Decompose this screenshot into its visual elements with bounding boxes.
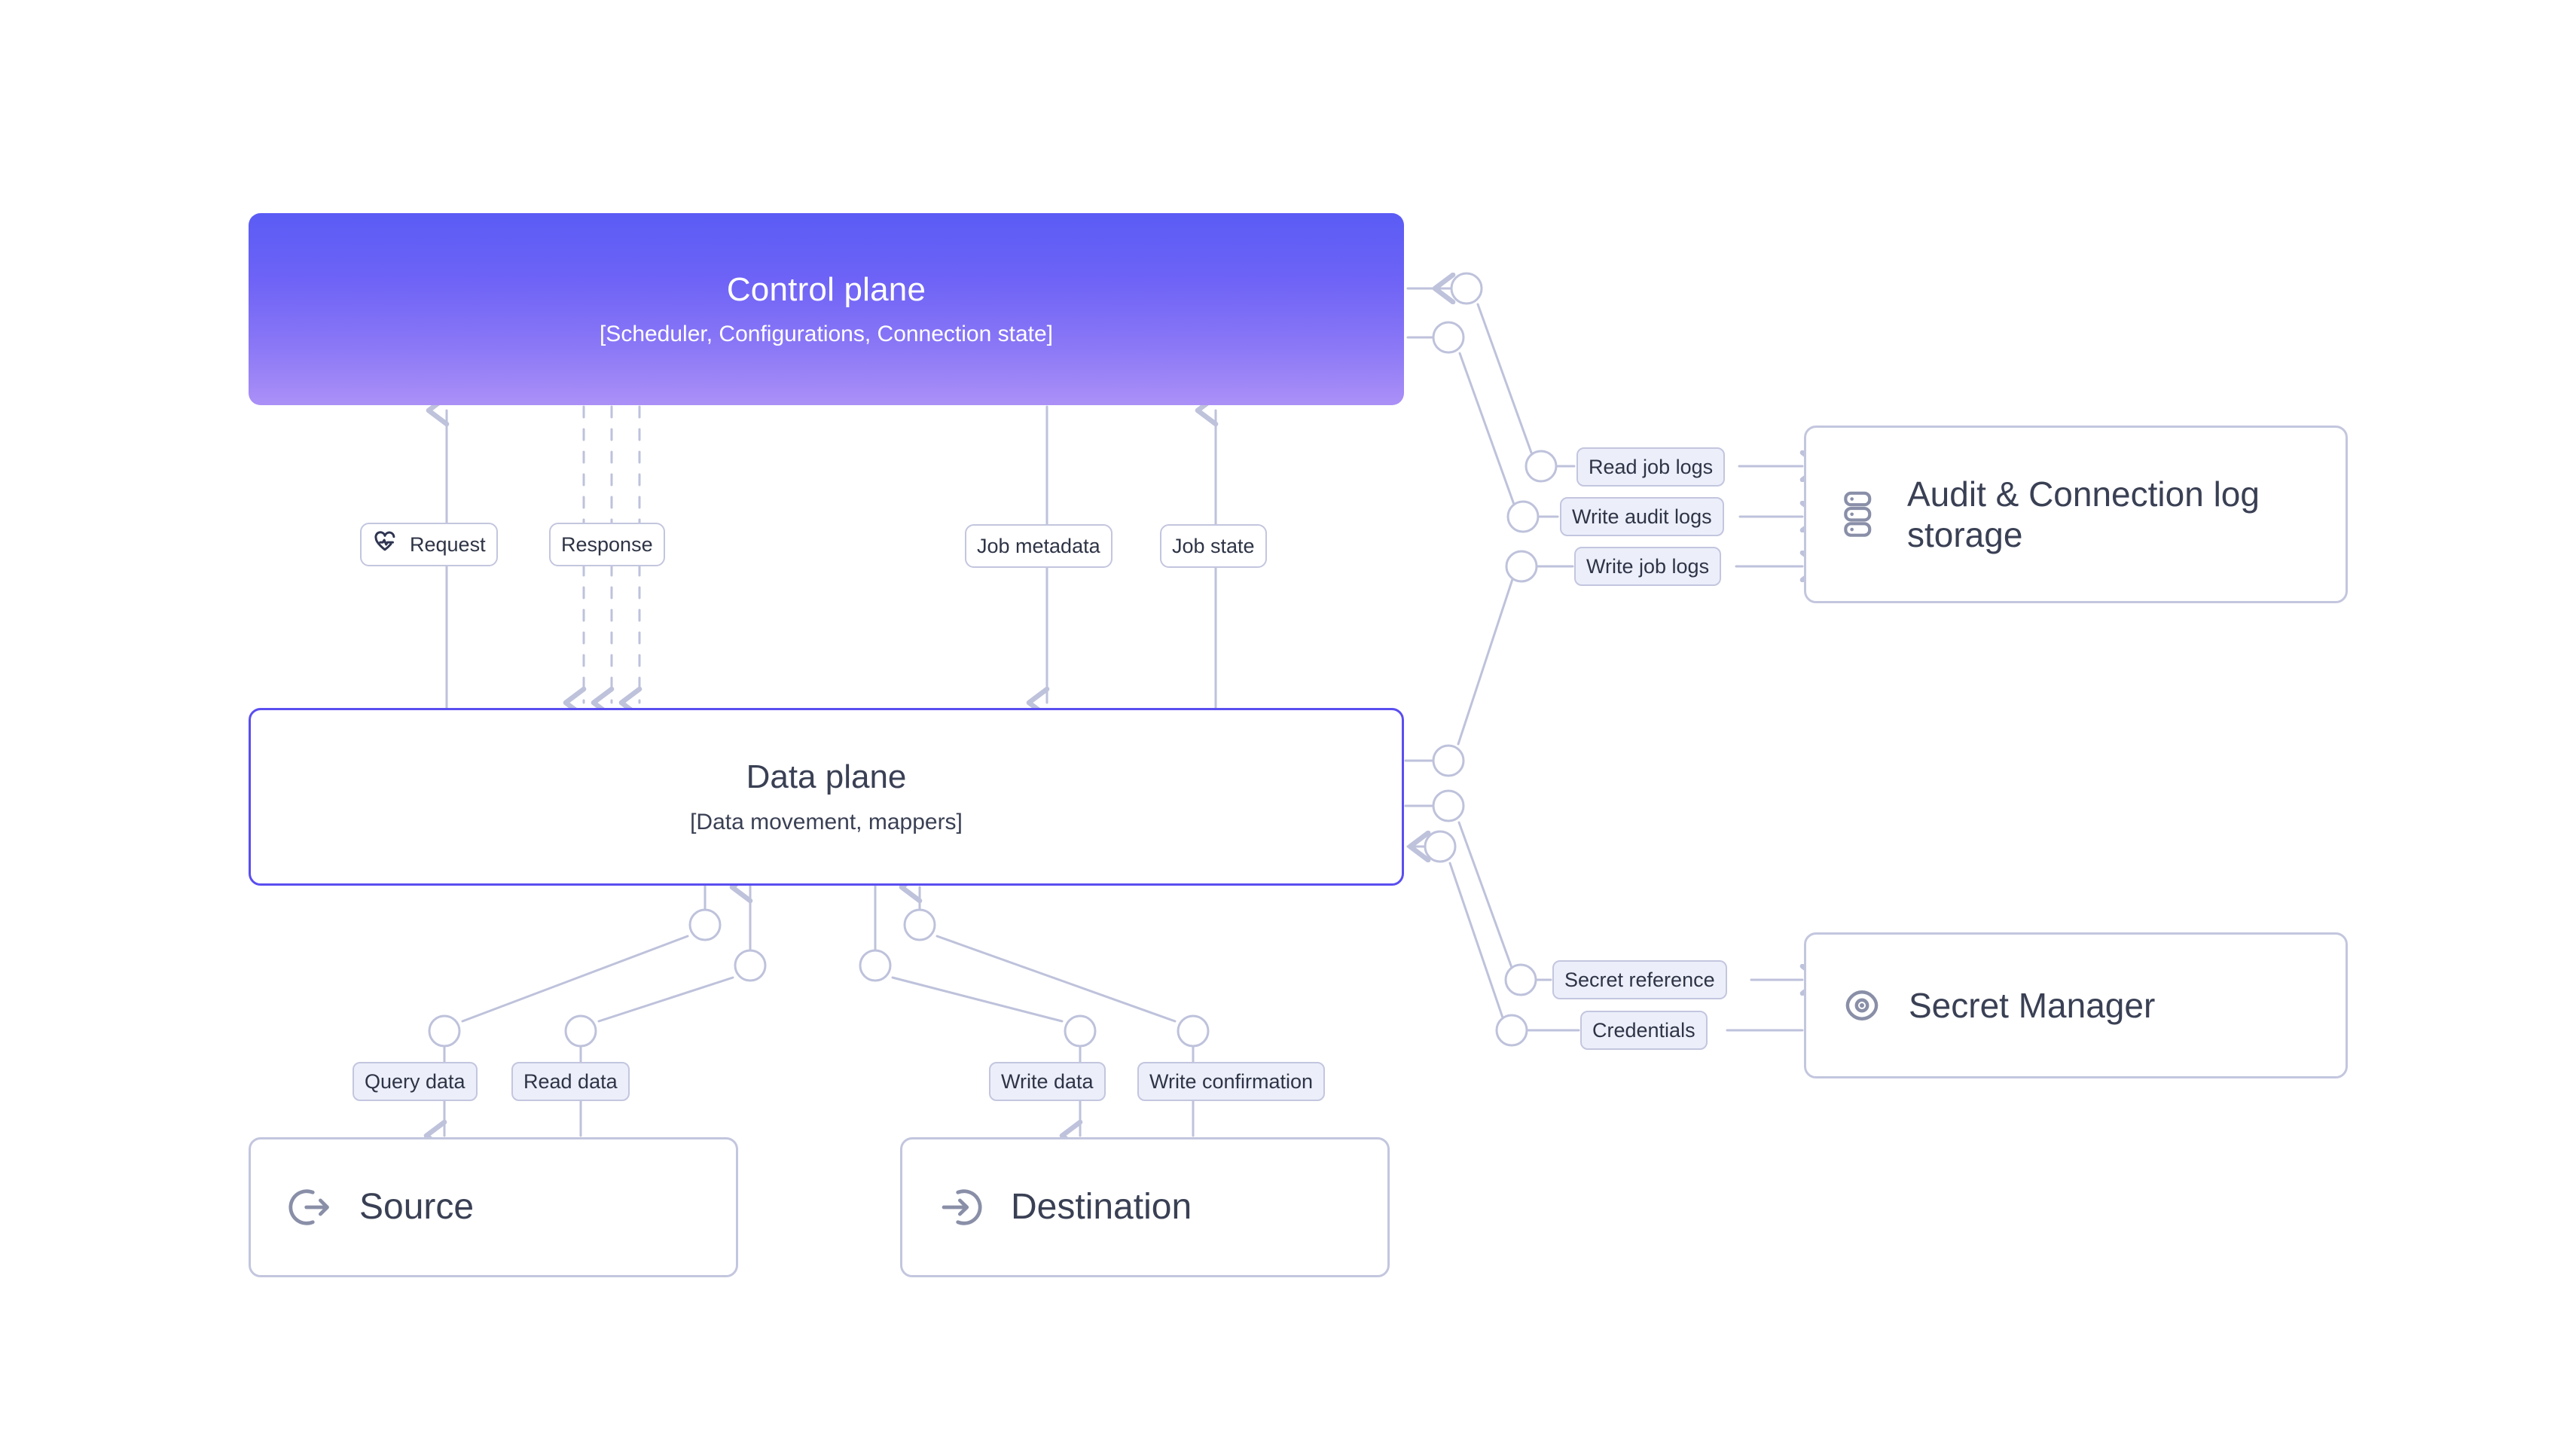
edge-label-write-job-logs-text: Write job logs	[1586, 554, 1710, 578]
edge-label-query-data[interactable]: Query data	[353, 1062, 478, 1101]
waypoint-circle	[1450, 272, 1483, 305]
eye-target-icon	[1841, 984, 1883, 1027]
source-node[interactable]: Source	[249, 1137, 738, 1277]
waypoint-circle	[1525, 450, 1558, 483]
control-plane-node[interactable]: Control plane [Scheduler, Configurations…	[249, 213, 1404, 405]
waypoint-circle	[1495, 1014, 1528, 1047]
edge-label-response[interactable]: Response	[549, 523, 665, 566]
data-plane-title: Data plane	[746, 758, 907, 796]
audit-log-storage-label: Audit & Connection log storage	[1907, 474, 2260, 554]
edge-label-response-text: Response	[561, 532, 653, 556]
waypoint-circle	[428, 1014, 461, 1048]
edge-secret-reference-seg-b	[1457, 821, 1515, 975]
edge-label-job-state[interactable]: Job state	[1160, 524, 1267, 568]
destination-node[interactable]: Destination	[900, 1137, 1390, 1277]
edge-label-read-job-logs-text: Read job logs	[1589, 455, 1714, 478]
edge-label-job-metadata-text: Job metadata	[977, 534, 1100, 557]
edge-label-read-data[interactable]: Read data	[511, 1062, 630, 1101]
edge-label-read-job-logs[interactable]: Read job logs	[1576, 447, 1726, 487]
edge-query-data-seg-b	[461, 935, 689, 1023]
waypoint-circle	[1505, 550, 1538, 583]
secret-manager-label: Secret Manager	[1909, 985, 2156, 1025]
edge-label-secret-reference-text: Secret reference	[1564, 968, 1715, 991]
waypoint-circle	[1064, 1014, 1097, 1048]
edge-label-write-data-text: Write data	[1001, 1069, 1094, 1093]
edge-read-data-seg-b	[597, 976, 734, 1023]
edge-label-query-data-text: Query data	[365, 1069, 465, 1093]
control-plane-title: Control plane	[726, 270, 926, 308]
edge-label-credentials-text: Credentials	[1592, 1018, 1695, 1042]
edge-write-job-logs-seg-b	[1457, 571, 1516, 746]
source-label: Source	[359, 1186, 475, 1227]
data-plane-node[interactable]: Data plane [Data movement, mappers]	[249, 708, 1404, 886]
edge-label-write-confirmation[interactable]: Write confirmation	[1137, 1062, 1326, 1101]
audit-log-storage-node[interactable]: Audit & Connection log storage	[1804, 426, 2348, 603]
waypoint-circle	[688, 908, 722, 941]
waypoint-circle	[1504, 963, 1537, 996]
edge-label-write-confirmation-text: Write confirmation	[1149, 1069, 1314, 1093]
waypoint-circle	[1432, 321, 1465, 354]
edge-read-job-logs-seg-b	[1476, 303, 1536, 462]
server-rack-icon	[1841, 490, 1882, 539]
edge-label-credentials[interactable]: Credentials	[1580, 1011, 1708, 1050]
secret-manager-node[interactable]: Secret Manager	[1804, 932, 2348, 1078]
edge-label-write-job-logs[interactable]: Write job logs	[1574, 547, 1722, 586]
edge-label-write-audit-logs[interactable]: Write audit logs	[1560, 497, 1724, 536]
waypoint-circle	[903, 908, 936, 941]
waypoint-circle	[1424, 830, 1457, 863]
waypoint-circle	[1432, 744, 1465, 777]
waypoint-circle	[1432, 789, 1465, 822]
heart-pulse-icon	[372, 530, 398, 560]
edge-write-audit-logs-seg-b	[1458, 352, 1518, 512]
edge-label-secret-reference[interactable]: Secret reference	[1552, 960, 1727, 999]
edge-label-request-text: Request	[410, 532, 486, 556]
control-plane-subtitle: [Scheduler, Configurations, Connection s…	[599, 322, 1054, 347]
log-in-arrow-icon	[937, 1183, 985, 1231]
waypoint-circle	[734, 949, 767, 982]
edge-write-data-seg-b	[891, 976, 1064, 1023]
log-out-arrow-icon	[285, 1183, 334, 1231]
waypoint-circle	[1506, 500, 1540, 533]
destination-label: Destination	[1011, 1186, 1192, 1227]
waypoint-circle	[1177, 1014, 1210, 1048]
edge-write-confirmation-seg-b	[935, 935, 1177, 1023]
edge-label-job-state-text: Job state	[1172, 534, 1255, 557]
waypoint-circle	[564, 1014, 597, 1048]
edge-label-write-data[interactable]: Write data	[989, 1062, 1106, 1101]
waypoint-circle	[859, 949, 892, 982]
edge-label-request[interactable]: Request	[360, 523, 498, 566]
edge-label-job-metadata[interactable]: Job metadata	[965, 524, 1113, 568]
data-plane-subtitle: [Data movement, mappers]	[690, 809, 963, 834]
edge-label-read-data-text: Read data	[523, 1069, 618, 1093]
edge-credentials-seg-b	[1448, 862, 1506, 1026]
edge-label-write-audit-logs-text: Write audit logs	[1572, 505, 1712, 528]
